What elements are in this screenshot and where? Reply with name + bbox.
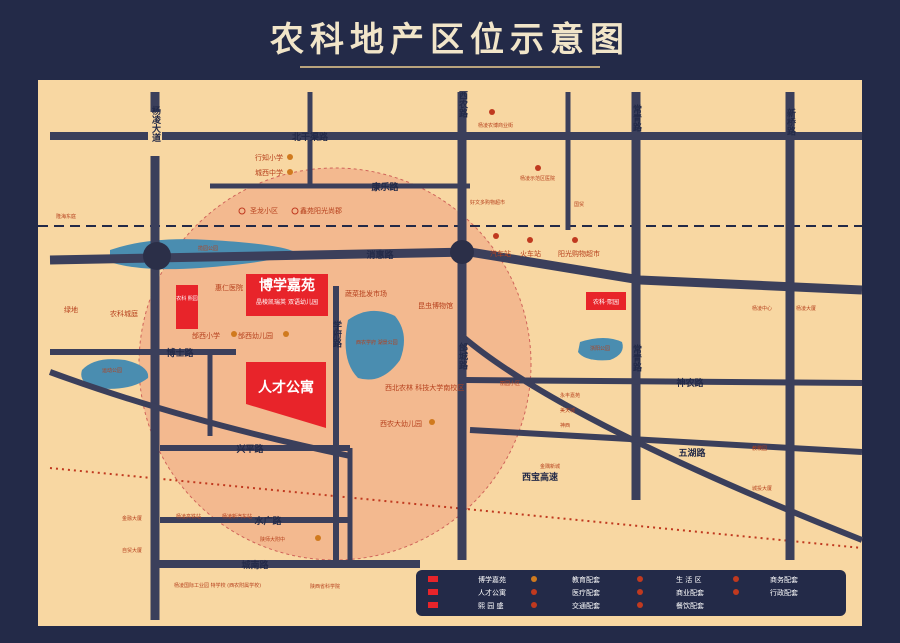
road-yangling-dadao: 杨凌大道: [150, 105, 161, 143]
legend-business: 商务配套: [770, 575, 798, 584]
poi-zheyang: 浙阳公园: [590, 345, 610, 352]
road-shuiguang: 水广路: [254, 515, 282, 527]
road-xibao: 西宝高速: [522, 471, 558, 483]
poi-longhu: 隆海东庭: [56, 213, 76, 220]
poi-yangling-tower: 杨凌大厦: [796, 305, 816, 312]
legend-med: 医疗配套: [572, 588, 600, 597]
legend-edu: 教育配套: [572, 575, 600, 584]
poi-bus-station: 杨凌新汽车站: [222, 513, 252, 520]
poi-hangzhi: 行知小学: [255, 153, 283, 162]
poi-lvdi: 绿地: [64, 305, 78, 314]
interchange-west: [143, 242, 171, 270]
road-shennong: 神农路: [676, 377, 704, 389]
road-xuefu: 学府路: [331, 319, 342, 348]
poi-yangguang-mall: 阳光购物超市: [558, 249, 600, 258]
poi-veg-market: 蔬菜批发市场: [345, 289, 387, 298]
poi-guomao: 国贸: [574, 201, 584, 208]
road-bucheng: 邰城路: [457, 341, 468, 370]
poi-meiyuan: 美天城: [560, 407, 575, 414]
poi-huoche-station: 火车站: [520, 249, 541, 258]
legend: 博学嘉苑 人才公寓 熙 园 盛 教育配套 医疗配套 交通配套 生 活 区 商业配…: [416, 570, 846, 616]
legend-project3: 熙 园 盛: [478, 601, 503, 610]
legend-food: 餐饮配套: [676, 601, 704, 610]
railway-dotted-line: [49, 467, 863, 549]
poi-xinong-park: 西农学府 湖景公园: [356, 339, 398, 346]
lake-sports-park: [81, 359, 149, 389]
road-xingping: 兴平路: [236, 443, 264, 455]
poi-liyuan: 丽园小区: [500, 380, 520, 387]
poi-sports-park: 运动公园: [102, 367, 122, 374]
legend-project2: 人才公寓: [478, 588, 506, 597]
poi-yangling-zhongxin: 杨凌中心: [752, 305, 772, 312]
legend-transit: 交通配套: [572, 601, 600, 610]
poi-xinyuan: 鑫苑阳光尚郡: [300, 206, 342, 215]
road-chengnan: 城南路: [241, 559, 269, 571]
road-beiganqu: 北干渠路: [292, 131, 329, 143]
road-boshi: 博士路: [166, 347, 194, 359]
poi-shenxi: 神西: [560, 422, 570, 429]
lake-xinong: [345, 310, 404, 380]
project-boxue-sub: 晶棱凯瑞英 双语幼儿园: [256, 298, 318, 306]
project-nongke-small-label: 农科 熙园: [176, 295, 198, 302]
poi-layer: 行知小学 城西中学 圣龙小区 鑫苑阳光尚郡 隆海东庭 揽园公园 惠仁医院 绿地 …: [56, 122, 816, 590]
project-rencai-block[interactable]: [246, 362, 326, 428]
poi-huiren: 惠仁医院: [215, 283, 243, 292]
poi-shaoxi-kinder: 邰西幼儿园: [238, 331, 273, 340]
poi-xinong-kinder: 西农大幼儿园: [380, 419, 422, 428]
lake-east: [578, 338, 623, 361]
poi-chengji-mansion: 城投大厦: [752, 485, 772, 492]
legend-project1: 博学嘉苑: [478, 575, 506, 584]
project-nongke-east[interactable]: [586, 292, 626, 310]
poi-haowen: 好文多购物超市: [470, 199, 505, 206]
legend-admin: 行政配套: [770, 588, 798, 597]
poi-yongfeng: 永丰嘉苑: [560, 392, 580, 399]
poi-shaoxi-primary: 邰西小学: [192, 331, 220, 340]
poi-qiche-station: 汽车站: [490, 249, 511, 258]
poi-nongke-town: 农科城庭: [110, 309, 138, 318]
poi-shaanxi-attached: 陕师大附中: [260, 536, 285, 543]
title-underline: [300, 66, 600, 68]
poi-insect-museum: 昆虫博物馆: [418, 301, 453, 310]
poi-zimao-mansion: 自贸大厦: [122, 547, 142, 554]
road-xinong: 西农路: [457, 90, 469, 118]
legend-life: 生 活 区: [676, 575, 701, 584]
page-title: 农科地产区位示意图: [270, 20, 630, 60]
poi-markers: [231, 109, 578, 541]
road-xiaohui: 消惠路: [366, 249, 394, 261]
poi-hsr-station: 杨凌高铁站: [176, 513, 201, 520]
project-boxue-label: 博学嘉苑: [259, 277, 315, 294]
poi-jiaoyu-park: 教稷园: [752, 445, 767, 452]
project-boxue-block[interactable]: [246, 274, 328, 316]
interchange-east: [450, 240, 474, 264]
poi-ganlan: 揽园公园: [198, 245, 218, 252]
poi-shenglong: 圣龙小区: [250, 206, 278, 215]
road-xinqiao: 新桥路: [785, 107, 796, 136]
project-nongke-east-label: 农科·熙园: [593, 298, 619, 306]
poi-jinyu-mansion: 金融大厦: [122, 515, 142, 522]
road-changqing-south: 常青路: [631, 343, 642, 372]
road-kangle: 康乐路: [371, 181, 399, 193]
poi-shaanxi-science: 陕西省科学院: [310, 583, 340, 590]
road-labels: 杨凌大道 北干渠路 康乐路 消惠路 博士路 兴平路 水广路 城南路 西农路 邰城…: [148, 90, 796, 571]
poi-yangling-expo: 杨凌农博商业街: [478, 122, 513, 129]
road-wuhu: 五湖路: [678, 447, 706, 459]
poi-yangling-intl: 杨凌国际工业园 特学校 (西农附属学校): [174, 582, 261, 589]
legend-commerce: 商业配套: [676, 588, 704, 597]
poi-jinjiang-bay: 金隅新城: [540, 463, 560, 470]
poi-yangling-hospital: 杨凌示范区医院: [520, 175, 555, 182]
poi-chengxi-mid: 城西中学: [255, 168, 283, 177]
road-changqing-north: 常青路: [631, 103, 642, 132]
poi-nwafu: 西北农林 科技大学南校区: [385, 383, 464, 392]
road-network: [48, 92, 864, 620]
project-nongke-small[interactable]: [176, 285, 198, 329]
project-rencai-label: 人才公寓: [258, 379, 314, 396]
